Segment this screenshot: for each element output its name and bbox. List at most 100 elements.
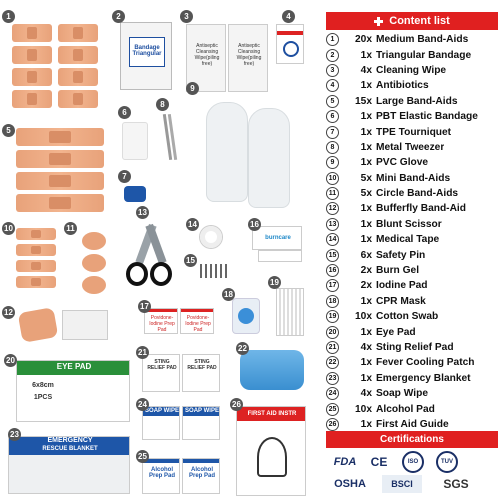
content-list-title: Content list xyxy=(389,15,450,27)
list-item-quantity: 4x xyxy=(360,64,372,76)
item-iodine-pad: 17 Povidone-Iodine Prep Pad Povidone-Iod… xyxy=(138,298,218,338)
list-item-name: Medical Tape xyxy=(376,234,440,246)
item-tweezer: 8 xyxy=(154,96,184,166)
list-item-quantity: 4x xyxy=(360,388,372,400)
soap-label-2: SOAP WIPE xyxy=(185,408,219,414)
item-triangular-bandage: 2 Bandage Triangular xyxy=(112,10,172,94)
list-item-quantity: 1x xyxy=(360,357,372,369)
list-item-quantity: 10x xyxy=(355,311,372,323)
list-item-name: Sting Relief Pad xyxy=(376,342,454,353)
item-blunt-scissor: 13 xyxy=(118,206,180,292)
list-item-number: 11 xyxy=(326,187,339,201)
list-item-name: First Aid Guide xyxy=(376,418,449,430)
list-item-quantity: 1x xyxy=(360,234,372,246)
list-item-quantity: 1x xyxy=(360,111,372,123)
list-item-quantity: 4x xyxy=(360,342,372,353)
tuv-logo: TUV xyxy=(436,451,458,473)
list-item-number: 15 xyxy=(326,248,339,262)
list-item-name: Blunt Scissor xyxy=(376,218,442,230)
list-item: 12 1x Bufferfly Band-Aid xyxy=(326,201,500,216)
blanket-label-1: EMERGENCY xyxy=(47,437,93,444)
list-item-name: PVC Glove xyxy=(376,157,429,169)
list-item-name: CPR Mask xyxy=(376,295,426,307)
list-item-number: 9 xyxy=(326,156,339,170)
content-list-panel: Content list 1 20x Medium Band-Aids 2 1x Tria… xyxy=(312,0,500,500)
list-item-number: 10 xyxy=(326,171,339,185)
list-item-number: 2 xyxy=(326,48,339,62)
list-item-number: 22 xyxy=(326,356,339,370)
list-item: 21 4x Sting Relief Pad xyxy=(326,340,500,355)
list-item: 22 1x Fever Cooling Patch xyxy=(326,355,500,370)
list-item-name: Cleaning Wipe xyxy=(376,64,447,76)
list-item-name: Cotton Swab xyxy=(376,311,439,323)
list-item-name: Medium Band-Aids xyxy=(376,34,469,46)
item-sting-relief-pad: 21 STING RELIEF PAD STING RELIEF PAD xyxy=(136,344,222,396)
list-item-name: Fever Cooling Patch xyxy=(376,357,475,369)
list-item-number: 21 xyxy=(326,341,339,354)
iodine-label-1: Povidone-Iodine Prep Pad xyxy=(149,315,175,333)
ce-logo: CE xyxy=(370,455,388,469)
item-tourniquet: 7 xyxy=(112,168,156,204)
list-item-number: 13 xyxy=(326,217,339,231)
item-alcohol-pad: 25 Alcohol Prep Pad Alcohol Prep Pad xyxy=(136,448,222,498)
item-cpr-mask: 18 xyxy=(220,286,268,340)
item-pvc-glove: 9 xyxy=(182,78,306,214)
medical-cross-icon xyxy=(374,16,384,26)
list-item-quantity: 1x xyxy=(360,295,372,307)
fda-logo: FDA xyxy=(333,456,357,468)
list-item-number: 12 xyxy=(326,202,339,216)
eye-pad-title: EYE PAD xyxy=(56,362,92,371)
list-item-quantity: 1x xyxy=(360,126,372,138)
list-item-quantity: 5x xyxy=(360,188,372,200)
burn-label: burncare xyxy=(265,235,291,241)
sting-label-2: STING RELIEF PAD xyxy=(187,359,217,371)
alcohol-label-1: Alcohol Prep Pad xyxy=(148,467,175,479)
item-large-band-aids: 5 xyxy=(2,120,110,220)
item-medium-band-aids: 1 xyxy=(2,8,102,116)
list-item-name: Mini Band-Aids xyxy=(376,172,451,184)
item-mini-band-aids: 10 xyxy=(2,222,58,302)
alcohol-label-2: Alcohol Prep Pad xyxy=(188,467,215,479)
item-antibiotics: 4 xyxy=(272,10,308,70)
list-item-quantity: 5x xyxy=(360,172,372,184)
item-fever-cooling-patch: 22 xyxy=(226,340,308,396)
list-item-number: 19 xyxy=(326,310,339,324)
list-item-number: 4 xyxy=(326,79,339,93)
iodine-label-2: Povidone-Iodine Prep Pad xyxy=(185,315,211,333)
list-item-name: Eye Pad xyxy=(376,326,416,338)
list-item-quantity: 15x xyxy=(355,95,372,107)
list-item-number: 1 xyxy=(326,33,339,47)
list-item-number: 17 xyxy=(326,279,339,293)
list-item-quantity: 1x xyxy=(360,203,372,215)
list-item-name: Emergency Blanket xyxy=(376,372,471,384)
list-item-number: 20 xyxy=(326,325,339,339)
list-item-name: Bufferfly Band-Aid xyxy=(376,203,466,215)
sting-label-1: STING RELIEF PAD xyxy=(147,359,177,371)
list-item-number: 8 xyxy=(326,140,339,154)
list-item-quantity: 20x xyxy=(355,34,372,46)
item-butterfly-band-aid: 12 xyxy=(2,304,112,344)
list-item-name: Triangular Bandage xyxy=(376,49,472,61)
iso-logo: ISO xyxy=(402,451,424,473)
item-cleaning-wipe: 3 Antiseptic Cleansing Wipe(piling free)… xyxy=(180,10,270,94)
list-item: 10 5x Mini Band-Aids xyxy=(326,171,500,186)
item-elastic-bandage: 6 xyxy=(112,104,160,164)
list-item-quantity: 10x xyxy=(355,403,372,415)
list-item-quantity: 2x xyxy=(360,280,372,292)
soap-label-1: SOAP WIPE xyxy=(145,408,179,414)
list-item-name: PBT Elastic Bandage xyxy=(376,111,478,123)
list-item: 1 20x Medium Band-Aids xyxy=(326,32,500,47)
cleaning-label-1: Antiseptic Cleansing Wipe(piling free) xyxy=(194,43,220,67)
